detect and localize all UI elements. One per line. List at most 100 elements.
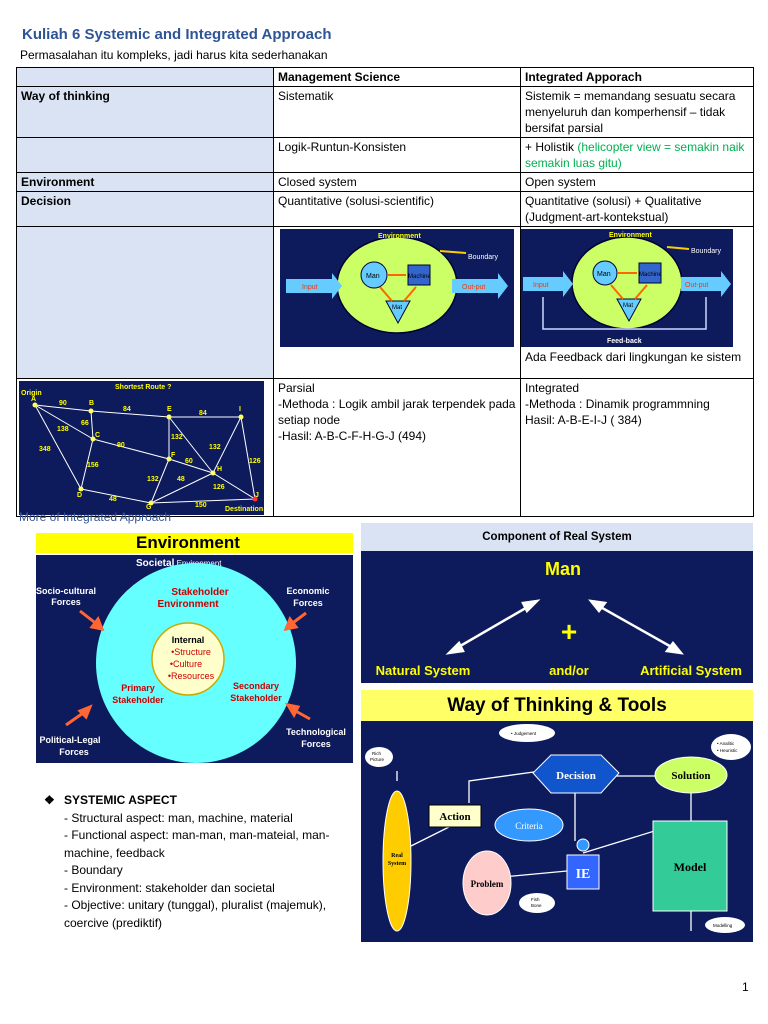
weight-fg: 132 bbox=[147, 476, 159, 483]
tools-title: Way of Thinking & Tools bbox=[361, 690, 753, 721]
ie-shape bbox=[566, 854, 600, 890]
weight-cf: 90 bbox=[117, 442, 125, 449]
table-header-ia: Integrated Apporach bbox=[520, 67, 754, 87]
plus-sign: + bbox=[561, 616, 577, 647]
feedback-loop bbox=[542, 297, 707, 330]
criteria-label: Criteria bbox=[515, 821, 543, 831]
primary-2: Stakeholder bbox=[112, 695, 164, 705]
row-label-env: Environment bbox=[16, 172, 274, 192]
heuristic-note: • Heuristic bbox=[717, 748, 738, 753]
route-ms-line-3: -Hasil: A-B-C-F-H-G-J (494) bbox=[278, 429, 427, 443]
man-node-2 bbox=[592, 260, 618, 286]
analitic-note: • Analitic bbox=[717, 741, 735, 746]
man-node bbox=[360, 261, 388, 289]
weight-ei: 84 bbox=[199, 410, 207, 417]
man-label-2: Man bbox=[597, 271, 611, 278]
output-arrow bbox=[452, 273, 508, 299]
problem-shape bbox=[462, 850, 512, 916]
systemic-aspect-list: ❖SYSTEMIC ASPECT - Structural aspect: ma… bbox=[44, 792, 354, 932]
cell-way-ia-2: + Holistik (helicopter view = semakin na… bbox=[520, 137, 754, 173]
economic-2: Forces bbox=[293, 598, 323, 608]
feedback-label: Feed-back bbox=[607, 338, 642, 345]
internal-structure: •Structure bbox=[171, 647, 211, 657]
mat-node-2 bbox=[616, 298, 642, 323]
environment-label: Environment bbox=[378, 233, 421, 240]
stakeholder-env-2: Environment bbox=[157, 599, 219, 610]
aspect-item-functional: - Functional aspect: man-man, man-mateia… bbox=[64, 828, 330, 860]
helicopter-note: (helicopter view = semakin naik semakin … bbox=[525, 140, 745, 170]
cell-route-map: Shortest Route ? Origin Destination bbox=[16, 378, 274, 517]
political-2: Forces bbox=[59, 747, 89, 757]
node-i: I bbox=[239, 406, 241, 413]
stakeholder-env-1: Stakeholder bbox=[171, 587, 228, 598]
weight-ac: 138 bbox=[57, 426, 69, 433]
model-label: Model bbox=[674, 860, 707, 874]
internal-culture: •Culture bbox=[170, 659, 202, 669]
aspect-item-environment: - Environment: stakeholder dan societal bbox=[64, 880, 275, 895]
tools-figure: Way of Thinking & Tools Rich Picture • J… bbox=[361, 690, 753, 942]
node-b: B bbox=[89, 400, 94, 407]
diamond-bullet-icon: ❖ bbox=[44, 793, 55, 807]
weight-be: 84 bbox=[123, 406, 131, 413]
page-title: Kuliah 6 Systemic and Integrated Approac… bbox=[22, 26, 332, 43]
and-or: and/or bbox=[549, 663, 589, 678]
systemic-heading: SYSTEMIC ASPECT bbox=[64, 793, 177, 807]
machine-node bbox=[407, 264, 431, 286]
aspect-item-boundary: - Boundary bbox=[64, 863, 123, 877]
input-label: Input bbox=[302, 284, 318, 291]
man-heading: Man bbox=[545, 559, 581, 579]
machine-label: Machine bbox=[408, 274, 431, 280]
more-heading: More of Integrated Approach bbox=[19, 510, 172, 524]
page-number: 1 bbox=[742, 980, 749, 994]
mat-label-2: Mat bbox=[623, 303, 633, 309]
cell-way-ia-1: Sistemik = memandang sesuatu secara meny… bbox=[520, 86, 754, 138]
criteria-shape bbox=[494, 808, 564, 842]
rich-picture-2: Picture bbox=[370, 757, 385, 762]
destination-label: Destination bbox=[225, 506, 263, 513]
weight-ij: 126 bbox=[249, 458, 261, 465]
route-title: Shortest Route ? bbox=[115, 384, 171, 391]
weight-bc: 66 bbox=[81, 420, 89, 427]
environment-label-2: Environment bbox=[609, 232, 652, 239]
solution-shape bbox=[654, 756, 728, 794]
natural-system: Natural System bbox=[376, 663, 471, 678]
cell-closed-system-figure: Environment Boundary Input Out-put Man M… bbox=[273, 226, 521, 379]
comparison-table: Management Science Integrated Apporach W… bbox=[16, 67, 754, 517]
cell-dec-ia: Quantitative (solusi) + Qualitative (Jud… bbox=[520, 191, 754, 227]
weight-cd: 156 bbox=[87, 462, 99, 469]
cell-way-ms-1: Sistematik bbox=[273, 86, 521, 138]
mat-label: Mat bbox=[392, 305, 402, 311]
route-ia-line-2: -Methoda : Dinamik programmning bbox=[525, 397, 710, 411]
rich-picture-1: Rich bbox=[372, 751, 381, 756]
weight-ad: 348 bbox=[39, 446, 51, 453]
modelling-note: Modelling bbox=[713, 923, 733, 928]
fish-bone-1: Fish bbox=[531, 897, 540, 902]
judgement-note: • Judgement bbox=[511, 731, 537, 736]
cell-route-ia: Integrated -Methoda : Dinamik programmni… bbox=[520, 378, 754, 517]
component-figure: Component of Real System Man + Natural S… bbox=[361, 523, 753, 683]
technological-2: Forces bbox=[301, 739, 331, 749]
route-ms-line-2: -Methoda : Logik ambil jarak terpendek p… bbox=[278, 397, 516, 427]
weight-gj: 150 bbox=[195, 502, 207, 509]
node-h: H bbox=[217, 466, 222, 473]
row-label-way: Way of thinking bbox=[16, 86, 274, 138]
boundary-label-2: Boundary bbox=[691, 248, 721, 255]
aspect-item-objective: - Objective: unitary (tunggal), pluralis… bbox=[64, 898, 327, 930]
socio-1: Socio-cultural bbox=[36, 586, 96, 596]
technological-1: Technological bbox=[286, 727, 346, 737]
shortest-route-map: Shortest Route ? Origin Destination bbox=[19, 381, 264, 515]
route-ia-line-1: Integrated bbox=[525, 381, 580, 395]
cell-dec-ms: Quantitative (solusi-scientific) bbox=[273, 191, 521, 227]
real-system-2: System bbox=[388, 861, 406, 867]
closed-system-diagram: Environment Boundary Input Out-put Man M… bbox=[280, 229, 514, 347]
input-label-2: Input bbox=[533, 282, 549, 289]
node-a: A bbox=[31, 396, 36, 403]
output-label-2: Out-put bbox=[685, 282, 708, 289]
secondary-2: Stakeholder bbox=[230, 693, 282, 703]
machine-label-2: Machine bbox=[639, 272, 662, 278]
row-label-diagram bbox=[16, 226, 274, 379]
weight-fh: 60 bbox=[185, 458, 193, 465]
model-shape bbox=[652, 820, 728, 912]
weight-hj: 126 bbox=[213, 484, 225, 491]
action-label: Action bbox=[439, 811, 470, 823]
